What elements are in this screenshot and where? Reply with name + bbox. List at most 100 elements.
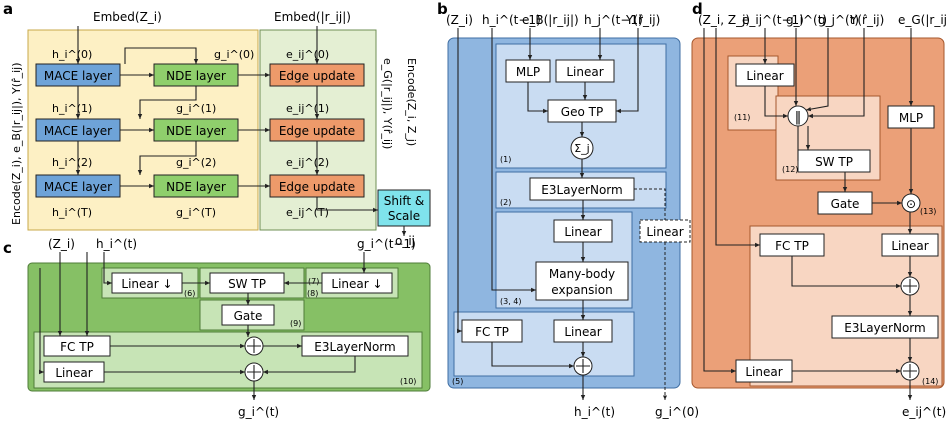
d-input-y: Y(r̂_ij): [849, 13, 884, 27]
svg-text:(5): (5): [452, 377, 463, 386]
panel-c-letter: c: [3, 239, 12, 257]
svg-text:E3LayerNorm: E3LayerNorm: [314, 340, 395, 354]
svg-text:SW TP: SW TP: [815, 155, 853, 169]
d-linear-mid: Linear: [881, 233, 939, 257]
c-input-h: h_i^(t): [96, 237, 137, 251]
svg-text:(3, 4): (3, 4): [500, 297, 522, 306]
svg-text:(8): (8): [307, 289, 318, 298]
d-mlp: MLP: [887, 105, 935, 129]
svg-text:SW TP: SW TP: [228, 277, 266, 291]
nde-layer-1: NDE layer: [153, 63, 239, 87]
svg-text:FC TP: FC TP: [775, 239, 809, 253]
svg-text:Linear ↓: Linear ↓: [121, 277, 172, 291]
gT-label: g_i^(T): [176, 206, 216, 219]
b-fctp: FC TP: [461, 319, 523, 343]
hT-label: h_i^(T): [52, 206, 92, 219]
svg-text:(1): (1): [500, 155, 511, 164]
edge-update-2: Edge update: [269, 118, 365, 142]
svg-text:(9): (9): [290, 319, 301, 328]
svg-text:MLP: MLP: [899, 111, 923, 125]
b-linear-top: Linear: [555, 59, 615, 83]
b-output-g: g_i^(0): [655, 405, 699, 419]
svg-text:Scale: Scale: [388, 209, 420, 223]
d-input-gj: g_j^(t): [818, 13, 859, 27]
svg-text:Linear ↓: Linear ↓: [331, 277, 382, 291]
c-output: g_i^(t): [238, 405, 279, 419]
c-plus-2: [244, 362, 264, 382]
svg-text:‖: ‖: [795, 110, 802, 125]
svg-text:(11): (11): [734, 113, 750, 122]
b-input-z: (Z_i): [446, 13, 473, 27]
svg-text:Linear: Linear: [746, 69, 783, 83]
svg-text:FC TP: FC TP: [60, 340, 94, 354]
svg-text:Many-body: Many-body: [549, 267, 615, 281]
right-encode-label-2: Encode(Z_i, Z_j): [405, 58, 418, 146]
b-geotp: Geo TP: [547, 99, 617, 123]
left-encode-label: Encode(Z_i), e_B(|r_ij|), Y(r̂_ij): [10, 63, 23, 226]
panel-b-arrows: [457, 28, 667, 400]
svg-text:MACE layer: MACE layer: [44, 69, 112, 83]
panel-a-arrows: [75, 26, 407, 236]
edge-update-1: Edge update: [269, 63, 365, 87]
d-input-e: e_ij^(t−1): [742, 13, 804, 27]
g2-label: g_i^(2): [176, 156, 216, 169]
shift-scale-box: Shift & Scale: [377, 189, 431, 227]
b-e3layernorm: E3LayerNorm: [529, 177, 635, 201]
svg-text:Linear: Linear: [564, 325, 601, 339]
d-input-gi: g_i^(t): [786, 13, 827, 27]
svg-text:Σ_j: Σ_j: [574, 142, 590, 155]
svg-text:NDE layer: NDE layer: [166, 180, 226, 194]
mace-layer-2: MACE layer: [35, 118, 121, 142]
b-input-hi: h_i^(t−1): [482, 13, 541, 27]
d-plus-2: [900, 361, 920, 381]
d-swtp: SW TP: [797, 149, 871, 173]
svg-text:Linear: Linear: [891, 239, 928, 253]
c-linear-down-left: Linear ↓: [111, 272, 183, 294]
svg-text:(7): (7): [308, 277, 319, 286]
b-manybody: Many-body expansion: [535, 261, 629, 301]
c-fctp: FC TP: [43, 335, 111, 357]
b-plus: [573, 356, 593, 376]
svg-text:⊙: ⊙: [906, 197, 916, 211]
right-encode-label: e_G(|r_ij|), Y(r̂_ij): [381, 58, 394, 149]
d-e3layernorm: E3LayerNorm: [831, 315, 939, 339]
svg-text:Edge update: Edge update: [279, 180, 355, 194]
b-mlp: MLP: [505, 59, 551, 83]
svg-text:(2): (2): [500, 198, 511, 207]
svg-text:Gate: Gate: [234, 309, 263, 323]
svg-text:Edge update: Edge update: [279, 69, 355, 83]
b-sum-j: Σ_j: [570, 136, 594, 160]
svg-text:Linear: Linear: [55, 366, 92, 380]
b-linear-dashed: Linear: [639, 219, 691, 243]
d-input-eg: e_G(|r_ij|): [898, 13, 947, 27]
svg-text:Linear: Linear: [566, 65, 603, 79]
panel-d-letter: d: [692, 0, 703, 18]
d-fctp: FC TP: [759, 233, 825, 257]
d-linear-bottom: Linear: [735, 359, 793, 383]
b-linear-mid: Linear: [553, 219, 613, 243]
nde-layer-2: NDE layer: [153, 118, 239, 142]
svg-text:Edge update: Edge update: [279, 124, 355, 138]
svg-text:Linear: Linear: [745, 365, 782, 379]
panel-a: a Embed(Z_i) Embed(|r_ij|) Encode(Z_i), …: [3, 0, 431, 248]
c-input-g: g_i^(t−1): [357, 237, 416, 251]
svg-text:Gate: Gate: [831, 197, 860, 211]
b-input-y: Y(r̂_ij): [625, 13, 660, 27]
d-linear-top: Linear: [735, 63, 795, 87]
embed-r-label: Embed(|r_ij|): [274, 10, 351, 24]
b-input-eb: e_B(|r_ij|): [522, 13, 579, 27]
svg-text:Linear: Linear: [646, 225, 683, 239]
d-input-z: (Z_i, Z_j): [698, 13, 750, 27]
edge-update-T: Edge update: [269, 174, 365, 198]
g0-label: g_i^(0): [214, 48, 254, 61]
svg-text:(10): (10): [400, 377, 416, 386]
svg-text:E3LayerNorm: E3LayerNorm: [541, 183, 622, 197]
svg-text:(13): (13): [920, 207, 936, 216]
c-swtp: SW TP: [209, 272, 285, 294]
svg-text:MACE layer: MACE layer: [44, 180, 112, 194]
svg-text:Shift &: Shift &: [384, 194, 424, 208]
h1-label: h_i^(1): [52, 102, 92, 115]
d-output: e_ij^(t): [902, 405, 946, 419]
svg-text:expansion: expansion: [551, 283, 612, 297]
